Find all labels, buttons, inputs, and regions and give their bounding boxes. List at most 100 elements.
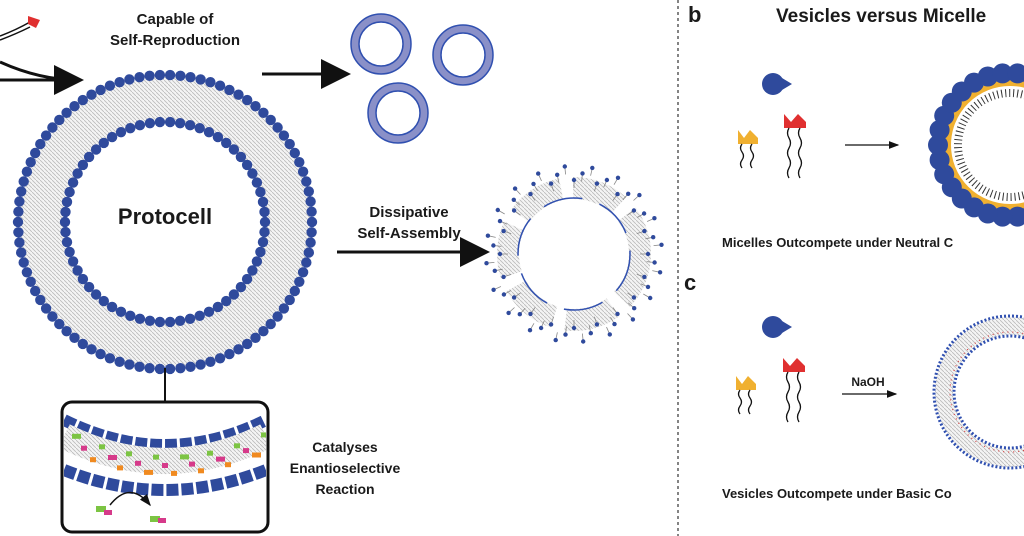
scattered-headgroup (491, 287, 496, 292)
headgroup (16, 186, 27, 197)
headgroup (60, 226, 71, 238)
headgroup (35, 138, 46, 150)
scattered-headgroup (631, 208, 637, 213)
headgroup (164, 69, 176, 81)
catalyst-mark (126, 451, 132, 457)
headgroup (134, 361, 145, 372)
scattered-headgroup (528, 191, 533, 197)
headgroup (61, 196, 73, 208)
headgroup (203, 127, 215, 138)
scattered-headgroup (637, 192, 642, 198)
headgroup (258, 107, 269, 119)
daughter-vesicles (350, 13, 494, 144)
scattered-headgroup (531, 181, 536, 187)
headgroup (98, 137, 110, 149)
headgroup (301, 176, 312, 187)
catalysis-inset (60, 400, 270, 534)
catalyst-mark (189, 461, 195, 467)
catalyst-mark (180, 454, 189, 460)
headgroup (104, 80, 116, 91)
headgroup (259, 226, 270, 238)
headgroup (25, 157, 36, 168)
scattered-headgroup (615, 311, 620, 317)
scattered-headgroup (517, 312, 522, 317)
panel-c-letter: c (684, 270, 696, 295)
yellow-surfactant-icon (738, 130, 758, 169)
headgroup (241, 273, 253, 285)
large-headgroup-icon (762, 73, 792, 95)
scattered-headgroup (501, 228, 506, 234)
catalyst-mark (99, 444, 105, 450)
scattered-headgroup (485, 233, 491, 238)
headgroup (13, 227, 24, 238)
panel-b-caption: Micelles Outcompete under Neutral C (722, 235, 954, 250)
headgroup (40, 130, 52, 141)
headgroup (228, 144, 240, 155)
headgroup (124, 74, 135, 85)
headgroup (247, 265, 258, 276)
headgroup (144, 118, 156, 129)
headgroup (265, 318, 276, 330)
panel-c-caption: Vesicles Outcompete under Basic Co (722, 486, 952, 501)
headgroup (21, 267, 33, 278)
scattered-headgroup (495, 207, 500, 213)
headgroup (294, 276, 305, 287)
headgroup (224, 348, 235, 360)
micelle-headgroup (1007, 63, 1024, 84)
catalyst-mark (198, 468, 204, 474)
headgroup (134, 72, 145, 83)
scattered-headgroup (562, 164, 567, 169)
micelle-headgroup (1007, 206, 1024, 227)
red-surfactant-icon (784, 114, 806, 179)
scattered-headgroup (645, 251, 651, 257)
headgroup (251, 177, 263, 188)
headgroup (61, 107, 72, 119)
headgroup (174, 118, 186, 129)
headgroup (18, 257, 29, 268)
headgroup (294, 157, 305, 168)
headgroup (242, 94, 253, 106)
label-protocell: Protocell (118, 204, 212, 229)
headgroup (175, 70, 186, 82)
scattered-headgroup (659, 242, 664, 247)
catalyst-mark (252, 452, 261, 458)
headgroup (184, 313, 196, 324)
label-self-reproduction: Self-Reproduction (110, 32, 240, 49)
headgroup (305, 196, 316, 207)
panel-a: Capable of Self-Reproduction Protocell (0, 11, 664, 534)
scattered-headgroup (615, 175, 621, 180)
outer-headgroup-ring (12, 69, 318, 375)
headgroup (306, 227, 317, 238)
scattered-headgroup (604, 177, 610, 183)
headgroup (77, 159, 89, 171)
headgroup (90, 289, 102, 300)
headgroup (125, 123, 136, 134)
scattered-headgroup (594, 181, 600, 186)
headgroup (164, 116, 176, 128)
catalyst-mark (135, 460, 141, 466)
protocell (12, 69, 318, 375)
headgroup (235, 281, 247, 293)
headgroup (195, 359, 206, 370)
headgroup (251, 256, 263, 267)
scattered-headgroup (645, 284, 651, 290)
scattered-headgroup (491, 243, 496, 248)
scattered-headgroup (607, 332, 612, 337)
headgroup (306, 216, 318, 228)
headgroup (301, 257, 312, 268)
headgroup (297, 267, 309, 278)
micelle-headgroup (928, 135, 948, 155)
headgroup (114, 77, 125, 88)
headgroup (250, 332, 261, 343)
headgroup (64, 246, 75, 258)
scattered-headgroup (501, 274, 506, 280)
headgroup (278, 303, 290, 314)
scattered-headgroup (648, 295, 653, 301)
headgroup (257, 236, 269, 248)
headgroup (124, 359, 135, 370)
catalyst-mark (72, 433, 81, 439)
scattered-headgroup (571, 325, 577, 331)
headgroup (86, 89, 97, 100)
headgroup (194, 310, 205, 321)
headgroup (61, 326, 72, 337)
